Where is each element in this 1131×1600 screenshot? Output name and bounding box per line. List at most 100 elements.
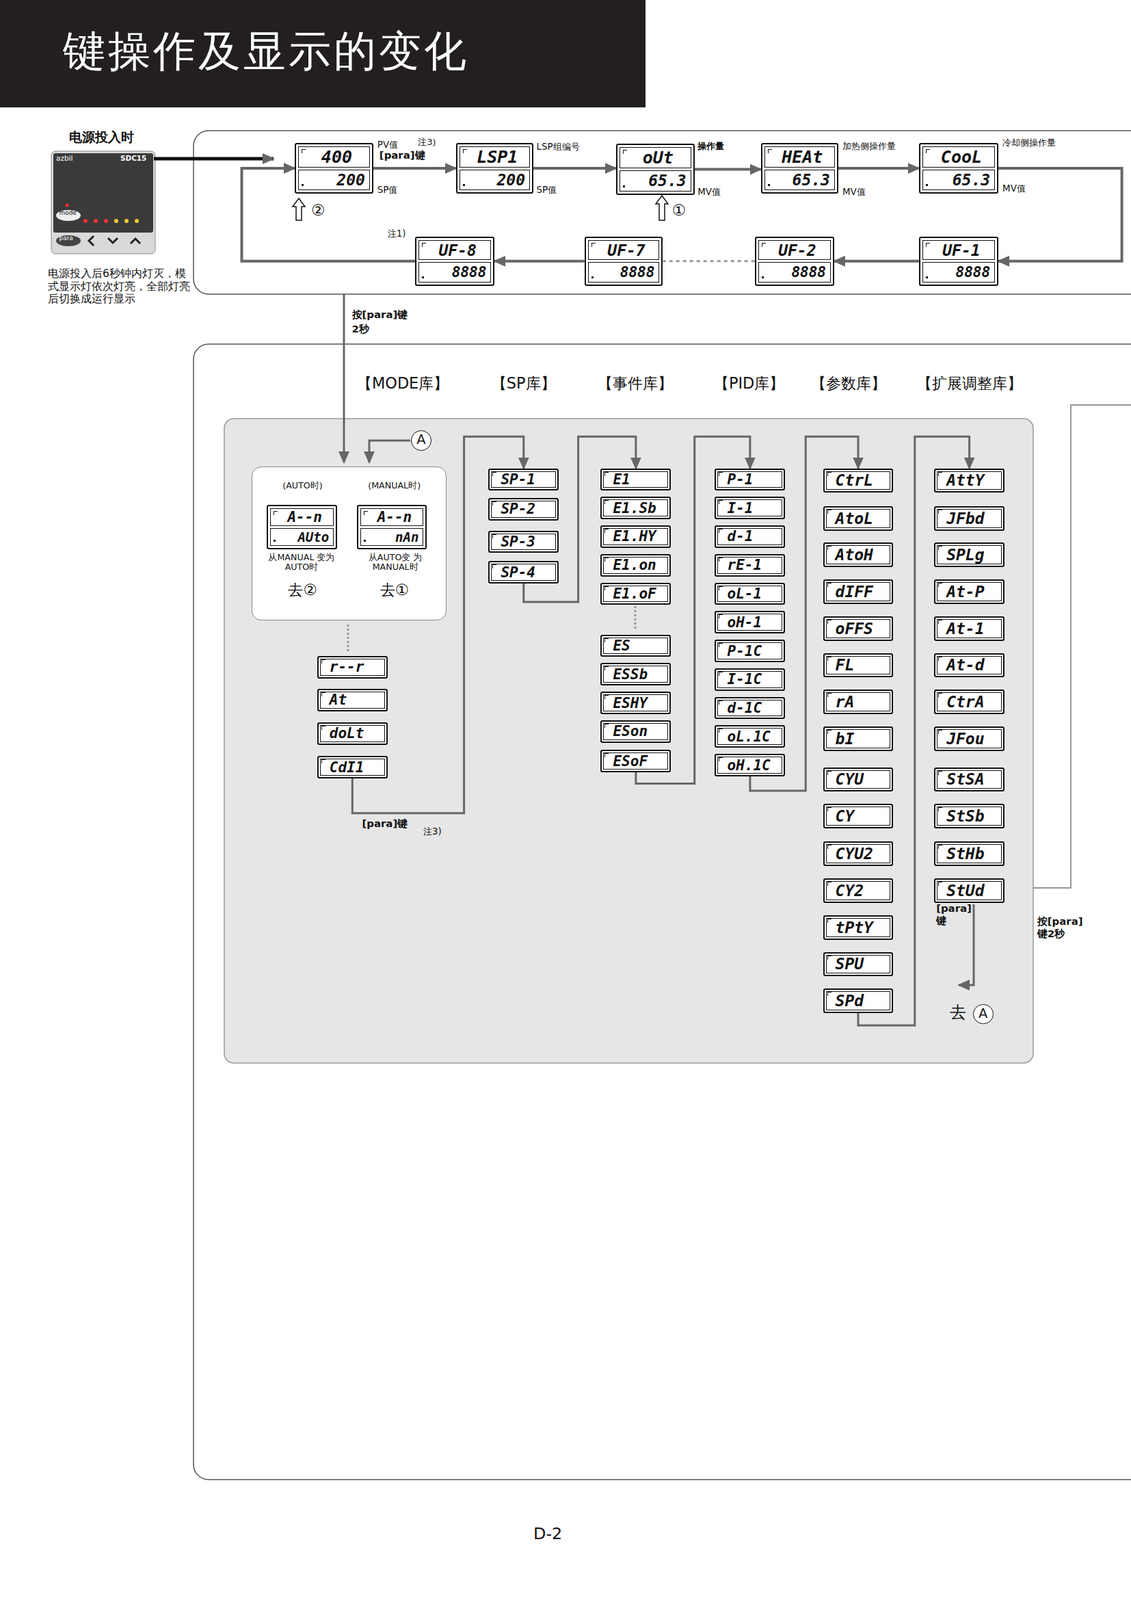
annotation: azbil — [56, 153, 73, 163]
annotation: 电源投入后6秒钟内灯灭，模式显示灯依次灯亮，全部灯亮后切换成运行显示 — [47, 267, 191, 306]
flow-arrow — [998, 168, 1123, 262]
flow-arrow — [373, 166, 457, 170]
display-text: 8888 — [418, 261, 491, 282]
lcd-display: AtoL — [823, 506, 894, 531]
annotation: 注3) — [417, 136, 436, 148]
display-text: CY2 — [824, 879, 893, 902]
lcd-display: rE-1 — [714, 553, 785, 577]
lcd-display: JFou — [934, 726, 1005, 751]
display-text: d-1C — [715, 698, 784, 718]
display-text: E1.Sb — [601, 497, 670, 518]
lcd-display: SPd — [823, 988, 894, 1013]
display-text: A--n — [360, 508, 424, 526]
lcd-display: At-P — [934, 579, 1005, 604]
display-text: UF-1 — [922, 240, 995, 260]
annotation: [para]键 — [361, 817, 408, 831]
display-text: oFFS — [824, 617, 893, 640]
lcd-display: At-d — [934, 653, 1005, 678]
omission-mark — [634, 605, 637, 631]
annotation: 【扩展调整库】 — [916, 374, 1023, 393]
annotation: 2秒 — [352, 323, 370, 336]
lcd-display: E1.HY — [600, 525, 671, 548]
annotation: 冷却侧操作量 — [1002, 137, 1056, 149]
annotation: ② — [311, 201, 325, 220]
annotation: [para] 键 — [936, 902, 969, 928]
annotation: SDC15 — [120, 153, 147, 163]
display-text: StUd — [935, 879, 1004, 902]
lcd-display: E1.oF — [600, 582, 671, 606]
display-text: CtrL — [824, 469, 893, 492]
display-text: UF-8 — [418, 240, 491, 260]
annotation: 【SP库】 — [491, 374, 556, 393]
lcd-display: StSA — [934, 767, 1005, 792]
return-arrow — [369, 440, 411, 463]
annotation: MV值 — [842, 186, 866, 198]
display-text: oH.1C — [715, 754, 784, 775]
annotation: 【MODE库】 — [356, 374, 449, 393]
note-text: 从AUTO变 为MANUAL时 — [350, 552, 441, 573]
annotation: mode — [59, 209, 77, 217]
lcd-display: P-1 — [714, 468, 785, 491]
display-text: E1.oF — [601, 583, 670, 604]
display-text: 65.3 — [764, 169, 835, 191]
display-text: StSA — [935, 768, 1004, 791]
annotation: 注3) — [423, 826, 442, 837]
lcd-display: E1.on — [600, 553, 671, 577]
lcd-display: SP-1 — [488, 468, 559, 491]
display-text: 400 — [298, 146, 370, 168]
lcd-display: StHb — [934, 841, 1005, 866]
lcd-display: StSb — [934, 803, 1005, 829]
display-text: SPLg — [935, 543, 1004, 566]
display-text: SPd — [824, 989, 893, 1012]
para-2s-arrow — [343, 294, 346, 463]
display-text: ESSb — [601, 663, 670, 684]
lcd-display: E1 — [600, 468, 671, 491]
lcd-display: r--r — [317, 655, 388, 679]
annotation: 按[para] 键2秒 — [1037, 915, 1091, 941]
lcd-display: CY2 — [823, 877, 894, 903]
lcd-display: At — [317, 688, 388, 712]
display-text: 8888 — [588, 261, 660, 282]
lcd-display: CooL65.3 — [919, 142, 999, 195]
note-text: (MANUAL时) — [350, 480, 439, 491]
display-text: LSP1 — [459, 146, 530, 168]
annotation: 注1) — [387, 228, 407, 240]
flow-arrow — [694, 168, 762, 171]
power-on-arrow — [153, 157, 274, 161]
lcd-display: StUd — [934, 877, 1005, 903]
lcd-display: AttY — [934, 468, 1005, 494]
flow-arrow — [662, 259, 755, 262]
display-text: rA — [824, 690, 893, 713]
display-text: 65.3 — [619, 170, 692, 192]
annotation: 【事件库】 — [597, 374, 673, 393]
lcd-display: UF-28888 — [754, 236, 835, 286]
display-text: CY — [824, 804, 893, 827]
lcd-display: UF-18888 — [919, 236, 999, 286]
lcd-display: LSP1200 — [456, 142, 534, 195]
display-text: JFou — [935, 727, 1004, 750]
display-text: 200 — [459, 169, 530, 191]
lcd-display: ESHY — [600, 691, 671, 714]
lcd-display: oUt65.3 — [616, 143, 695, 195]
display-text: P-1C — [715, 640, 784, 661]
note-text: 去① — [358, 581, 430, 600]
display-text: oH-1 — [715, 611, 784, 632]
lcd-display: oL-1 — [714, 582, 785, 606]
annotation: MV值 — [697, 186, 721, 198]
display-text: d-1 — [715, 526, 784, 547]
title-band: 键操作及显示的变化 — [0, 0, 646, 108]
annotation: 【PID库】 — [713, 374, 785, 393]
annotation: 去 — [949, 1002, 967, 1023]
display-text: P-1 — [715, 469, 784, 490]
note-text: 去② — [266, 581, 338, 600]
display-text: bI — [824, 727, 893, 750]
lcd-display: d-1C — [714, 696, 785, 720]
display-text: E1.on — [601, 555, 670, 576]
display-text: ESoF — [601, 750, 670, 771]
lcd-display: oH.1C — [714, 753, 785, 777]
display-text: StHb — [935, 842, 1004, 865]
lcd-display: I-1C — [714, 668, 785, 691]
omission-mark — [347, 624, 350, 654]
lcd-display: CdI1 — [317, 755, 388, 779]
annotation: PV值 — [377, 139, 398, 151]
